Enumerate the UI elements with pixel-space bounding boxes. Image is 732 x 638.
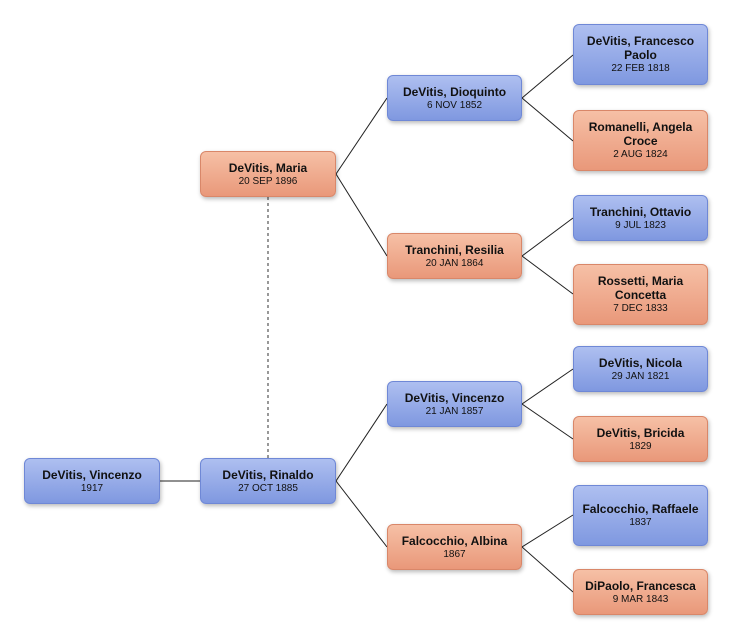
person-card-bricida[interactable]: DeVitis, Bricida 1829 xyxy=(573,416,708,462)
person-card-vincenzo-1917[interactable]: DeVitis, Vincenzo 1917 xyxy=(24,458,160,504)
person-name: DeVitis, Vincenzo xyxy=(404,390,505,405)
person-name: DeVitis, Rinaldo xyxy=(222,467,314,482)
person-date: 1829 xyxy=(629,440,652,452)
person-name: DiPaolo, Francesca xyxy=(585,578,696,593)
person-card-concetta[interactable]: Rossetti, Maria Concetta 7 DEC 1833 xyxy=(573,264,708,325)
person-card-rinaldo[interactable]: DeVitis, Rinaldo 27 OCT 1885 xyxy=(200,458,336,504)
person-card-francesco[interactable]: DeVitis, Francesco Paolo 22 FEB 1818 xyxy=(573,24,708,85)
person-name: DeVitis, Maria xyxy=(228,160,308,175)
connector-vincenzo1857-parents xyxy=(521,368,574,440)
person-date: 21 JAN 1857 xyxy=(425,405,484,417)
connector-rinaldo-parents xyxy=(335,403,388,548)
connector-maria-parents xyxy=(335,97,388,257)
person-date: 6 NOV 1852 xyxy=(426,99,483,111)
person-card-nicola[interactable]: DeVitis, Nicola 29 JAN 1821 xyxy=(573,346,708,392)
person-card-albina[interactable]: Falcocchio, Albina 1867 xyxy=(387,524,522,570)
person-date: 1837 xyxy=(629,517,652,528)
person-date: 7 DEC 1833 xyxy=(613,303,668,314)
person-name: DeVitis, Dioquinto xyxy=(402,84,507,99)
person-card-maria[interactable]: DeVitis, Maria 20 SEP 1896 xyxy=(200,151,336,197)
person-date: 1917 xyxy=(80,482,104,494)
person-card-francesca[interactable]: DiPaolo, Francesca 9 MAR 1843 xyxy=(573,569,708,615)
person-card-resilia[interactable]: Tranchini, Resilia 20 JAN 1864 xyxy=(387,233,522,279)
person-date: 27 OCT 1885 xyxy=(238,482,298,494)
connector-dioquinto-parents xyxy=(521,54,574,142)
person-card-raffaele[interactable]: Falcocchio, Raffaele 1837 xyxy=(573,485,708,546)
person-name: DeVitis, Vincenzo xyxy=(42,467,142,482)
person-name: DeVitis, Francesco Paolo xyxy=(586,34,695,62)
person-name: DeVitis, Bricida xyxy=(596,425,685,440)
person-name: DeVitis, Nicola xyxy=(598,355,683,370)
person-card-vincenzo-1857[interactable]: DeVitis, Vincenzo 21 JAN 1857 xyxy=(387,381,522,427)
person-name: Romanelli, Angela Croce xyxy=(588,120,693,148)
person-date: 9 MAR 1843 xyxy=(612,593,669,605)
person-card-dioquinto[interactable]: DeVitis, Dioquinto 6 NOV 1852 xyxy=(387,75,522,121)
person-date: 29 JAN 1821 xyxy=(611,370,670,382)
person-date: 2 AUG 1824 xyxy=(613,149,668,160)
person-name: Tranchini, Resilia xyxy=(405,242,504,257)
person-date: 20 JAN 1864 xyxy=(425,257,484,269)
person-date: 20 SEP 1896 xyxy=(238,175,298,187)
person-name: Falcocchio, Albina xyxy=(401,533,508,548)
person-date: 9 JUL 1823 xyxy=(615,219,666,231)
connector-albina-parents xyxy=(521,514,574,593)
person-name: Tranchini, Ottavio xyxy=(589,204,692,219)
person-name: Rossetti, Maria Concetta xyxy=(597,274,684,302)
person-name: Falcocchio, Raffaele xyxy=(582,502,699,516)
person-card-ottavio[interactable]: Tranchini, Ottavio 9 JUL 1823 xyxy=(573,195,708,241)
person-card-angela[interactable]: Romanelli, Angela Croce 2 AUG 1824 xyxy=(573,110,708,171)
connector-resilia-parents xyxy=(521,217,574,295)
person-date: 1867 xyxy=(443,548,466,560)
person-date: 22 FEB 1818 xyxy=(611,63,670,74)
